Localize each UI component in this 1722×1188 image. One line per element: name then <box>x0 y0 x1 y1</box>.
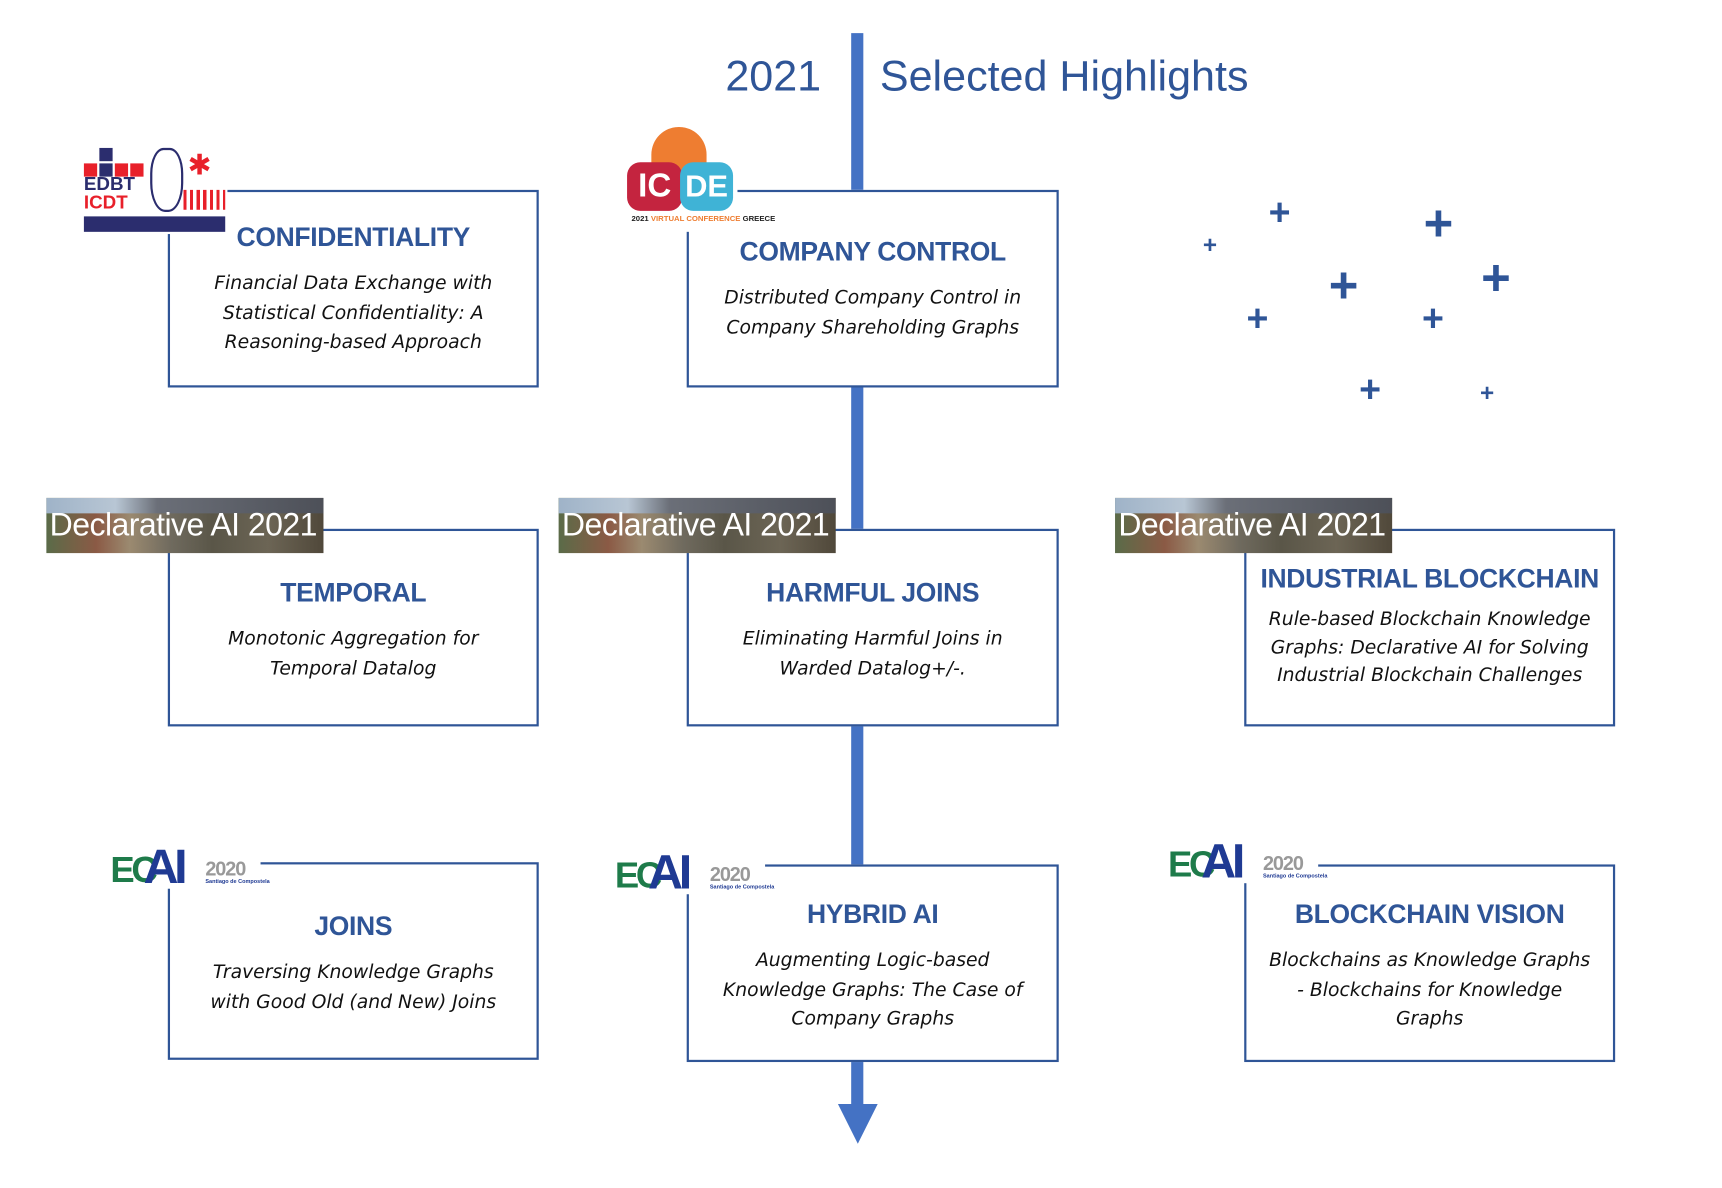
card-industrial-blockchain: INDUSTRIAL BLOCKCHAIN Rule-based Blockch… <box>1244 528 1616 727</box>
plus-icon: + <box>1422 298 1444 341</box>
card-hybrid-ai: HYBRID AI Augmenting Logic-based Knowled… <box>686 864 1059 1063</box>
declarative-ai-banner: Declarative AI 2021 <box>558 497 836 554</box>
card-text: Distributed Company Control in Company S… <box>724 287 1022 339</box>
timeline-line <box>851 33 864 190</box>
edbt-logo-footer <box>83 216 226 232</box>
plus-icon: + <box>1268 192 1291 235</box>
timeline-line <box>851 725 864 865</box>
card-text: Rule-based Blockchain Knowledge Graphs: … <box>1268 608 1591 687</box>
timeline-arrow-icon <box>837 1104 878 1144</box>
card-harmful-joins: HARMFUL JOINS Eliminating Harmful Joins … <box>686 528 1059 727</box>
card-text: Blockchains as Knowledge Graphs - Blockc… <box>1269 949 1591 1031</box>
edbt-icdt-logo: EDBT ICDT ✱ <box>81 145 228 235</box>
timeline-line <box>851 386 864 530</box>
card-text: Traversing Knowledge Graphs with Good Ol… <box>210 961 497 1013</box>
card-text: Monotonic Aggregation for Temporal Datal… <box>228 628 479 680</box>
icde-logo: IC DE 2021 VIRTUAL CONFERENCE GREECE <box>622 124 775 232</box>
plus-icon: + <box>1359 368 1382 411</box>
year-heading: 2021 <box>725 52 822 101</box>
card-title: TEMPORAL <box>280 578 427 609</box>
card-title: HYBRID AI <box>806 899 939 930</box>
card-confidentiality: CONFIDENTIALITY Financial Data Exchange … <box>167 189 539 388</box>
plus-icon: + <box>1202 230 1218 259</box>
card-blockchain-vision: BLOCKCHAIN VISION Blockchains as Knowled… <box>1244 864 1616 1063</box>
plus-icon: + <box>1481 248 1511 306</box>
card-temporal: TEMPORAL Monotonic Aggregation for Tempo… <box>167 528 539 727</box>
card-company-control: COMPANY CONTROL Distributed Company Cont… <box>686 189 1059 388</box>
card-text: Augmenting Logic-based Knowledge Graphs:… <box>722 949 1023 1031</box>
plus-icon: + <box>1246 298 1269 341</box>
card-title: HARMFUL JOINS <box>766 578 980 609</box>
card-joins: JOINS Traversing Knowledge Graphs with G… <box>167 862 539 1060</box>
page-title: Selected Highlights <box>879 52 1249 101</box>
timeline-line <box>851 1059 864 1107</box>
plus-icon: + <box>1423 194 1454 252</box>
plus-icon: + <box>1328 256 1359 314</box>
declarative-ai-banner: Declarative AI 2021 <box>1115 497 1393 554</box>
card-title: JOINS <box>314 911 393 942</box>
declarative-ai-banner: Declarative AI 2021 <box>46 497 324 554</box>
plus-icon: + <box>1479 378 1495 407</box>
card-title: BLOCKCHAIN VISION <box>1294 899 1565 930</box>
card-title: INDUSTRIAL BLOCKCHAIN <box>1260 564 1599 594</box>
card-title: COMPANY CONTROL <box>739 237 1007 268</box>
card-title: CONFIDENTIALITY <box>236 223 471 253</box>
card-text: Financial Data Exchange with Statistical… <box>214 272 493 354</box>
card-text: Eliminating Harmful Joins in Warded Data… <box>742 628 1003 680</box>
